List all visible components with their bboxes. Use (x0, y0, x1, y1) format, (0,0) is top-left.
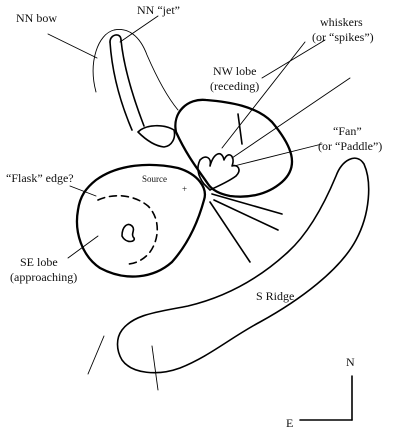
ridge-connector-2 (213, 199, 279, 231)
se-lobe-outline (75, 163, 206, 278)
flask-leader (69, 185, 97, 197)
se-lobe-inner-knot (121, 223, 136, 243)
nn-bow-outline (92, 28, 179, 111)
fan-leader (233, 143, 323, 167)
ridge-connector-1 (211, 193, 283, 215)
nn-jet-left-edge (109, 41, 133, 131)
se-lobe-approaching-label: (approaching) (10, 270, 77, 284)
s-ridge-inner-left (87, 335, 105, 375)
whisker-line-1 (221, 41, 306, 149)
source-marker: + (182, 184, 187, 194)
nw-lobe-receding-label: (receding) (210, 79, 259, 93)
source-label: Source (142, 174, 167, 184)
nw-lobe-interior-line (237, 113, 243, 145)
s-ridge-outline (116, 157, 370, 374)
whiskers-label: whiskers (320, 15, 363, 29)
fan-label: “Fan” (333, 124, 362, 138)
paddle-label: (or “Paddle”) (318, 139, 382, 153)
nn-jet-label: NN “jet” (137, 3, 180, 17)
s-ridge-inner-right (151, 345, 159, 391)
nw-side-blob (137, 124, 176, 148)
nn-jet-cap (109, 34, 122, 43)
ridge-connector-3 (209, 201, 251, 263)
nn-jet-right-edge (120, 39, 145, 127)
compass-n-label: N (346, 355, 355, 369)
nw-lobe-label: NW lobe (213, 64, 256, 78)
flask-edge-label: “Flask” edge? (6, 171, 74, 185)
spikes-label: (or “spikes”) (312, 30, 374, 44)
compass-e-label: E (286, 416, 293, 430)
flask-edge-dashed (97, 194, 159, 265)
nn-bow-label: NN bow (16, 11, 57, 25)
whiskers-leader (261, 39, 326, 79)
fan-paddle (197, 153, 240, 191)
se-lobe-leader (67, 235, 99, 259)
s-ridge-label: S Ridge (256, 289, 294, 303)
se-lobe-label: SE lobe (20, 255, 58, 269)
nn-jet-leader (119, 15, 159, 43)
nw-lobe-outline (174, 98, 294, 198)
nn-bow-leader (47, 33, 98, 59)
whisker-line-2 (231, 77, 351, 159)
